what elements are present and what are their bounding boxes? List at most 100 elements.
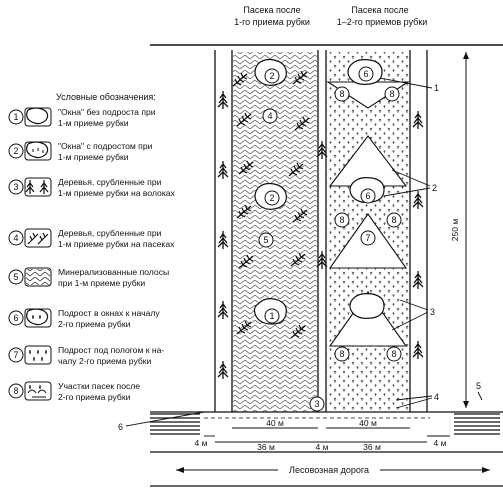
svg-text:2: 2 [13,146,18,156]
undergrowth-in-windows-icon [24,308,52,328]
legend-item-6-text-2: 2-го приема рубки [58,319,131,329]
left-strip-header-line1: Пасека после [243,5,300,15]
svg-text:3: 3 [13,182,18,192]
legend-item-1-text-2: 1-м приеме рубки [58,118,129,128]
svg-text:4: 4 [13,233,18,243]
marker-right-6: 7 [360,230,376,246]
legend-number-7: 7 [8,347,24,363]
callout-5: 5 [476,381,481,391]
svg-text:2: 2 [269,71,274,81]
legend-title: Условные обозначения: [56,92,156,102]
legend-item-1-text-1: "Окна" без подроста при [58,107,156,117]
svg-text:2: 2 [269,193,274,203]
trees-cut-portages-icon [24,177,52,197]
marker-right-8: 8 [334,346,350,362]
road-right-width: 4 м [434,438,447,448]
legend-item-5-text-2: при 1-м приеме рубки [58,278,145,288]
callout-2: 2 [432,183,437,193]
marker-left-5: 1 [264,308,280,324]
svg-text:4: 4 [267,111,272,121]
svg-text:3: 3 [314,399,319,409]
height-dimension: 250 м [450,52,469,408]
legend-number-1: 1 [8,109,24,125]
svg-text:7: 7 [365,233,370,243]
marker-right-5: 8 [334,212,350,228]
strip-left-width: 40 м [266,418,284,428]
callout-6: 6 [118,422,123,432]
marker-right-4: 6 [360,188,376,204]
legend-number-8: 8 [8,383,24,399]
marker-left-3: 2 [264,190,280,206]
svg-text:8: 8 [13,386,18,396]
svg-text:6: 6 [363,69,368,79]
marker-left-2: 4 [262,108,278,124]
legend-item-3-text-2: 1-м приеме рубки на волоках [58,188,176,198]
marker-right-7: 8 [386,212,402,228]
marker-right-1: 6 [358,66,374,82]
marker-left-4: 5 [258,232,274,248]
road-mid-width: 4 м [316,442,329,452]
legend-item-7-text-2: чалу 2-го приема рубки [58,356,152,366]
callout-labels: 1 2 3 4 5 6 [118,83,481,432]
right-strip-header-line2: 1–2-го приемов рубки [337,17,428,27]
window-no-undergrowth-icon [24,107,52,127]
legend-number-3: 3 [8,179,24,195]
left-strip-markers: 2 4 2 5 1 [258,68,280,324]
legend-item-4-text-1: Деревья, срубленные при [58,228,162,238]
legend-item-7-text-1: Подрост под пологом к на- [58,345,164,355]
apiary-sections-icon [24,381,52,401]
svg-text:5: 5 [263,235,268,245]
strip-right-width: 40 м [359,418,377,428]
marker-road: 3 [309,396,325,412]
legend-item-6-text-1: Подрост в окнах к началу [58,308,160,318]
legend-item-7: 7 Подрост под пологом к на-чалу 2-го прие… [8,345,164,366]
mineralized-strips-icon [24,267,52,287]
legend-number-4: 4 [8,230,24,246]
marker-right-3: 8 [384,86,400,102]
marker-right-9: 8 [386,346,402,362]
column-lines [214,50,428,412]
legend-item-2-text-1: "Окна" с подростом при [58,141,153,151]
marker-left-1: 2 [264,68,280,84]
svg-text:6: 6 [365,191,370,201]
svg-text:8: 8 [339,215,344,225]
window-with-undergrowth-icon [24,141,52,161]
legend-item-3-text-1: Деревья, срубленные при [58,177,162,187]
right-strip-header-line1: Пасека после [351,5,408,15]
svg-text:1: 1 [269,311,274,321]
legend-item-5-text-1: Минерализованные полосы [58,267,169,277]
right-strip-markers: 6 8 8 6 8 7 8 8 8 [334,66,402,362]
left-apiary-strip [233,52,317,412]
svg-text:7: 7 [13,350,18,360]
road-left-width: 4 м [195,438,208,448]
legend-item-8-text-1: Участки пасек после [58,381,140,391]
undergrowth-under-canopy-icon [24,345,52,365]
legend-item-4-text-2: 1-м приеме рубки на пасеках [58,239,175,249]
road-label: Лесовозная дорога [289,465,369,475]
legend-number-2: 2 [8,143,24,159]
svg-text:8: 8 [339,349,344,359]
legend-item-2-text-2: 1-м приеме рубки [58,152,129,162]
marker-right-2: 8 [334,86,350,102]
logging-road-zone: 40 м 40 м 36 м 36 м 4 м 4 м 4 м Лесовозн… [150,411,503,487]
svg-text:8: 8 [339,89,344,99]
legend: Условные обозначения: [56,92,156,102]
svg-text:8: 8 [391,215,396,225]
apiary-right-width: 36 м [363,442,381,452]
svg-text:5: 5 [13,272,18,282]
legend-number-6: 6 [8,310,24,326]
legend-item-8-text-2: 2-го приема рубки [58,392,131,402]
callout-leaders [125,77,483,427]
svg-text:1: 1 [13,112,18,122]
svg-text:6: 6 [13,313,18,323]
left-strip-header-line2: 1-го приема рубки [234,17,310,27]
apiary-left-width: 36 м [257,442,275,452]
trees-cut-apiaries-icon [24,228,52,248]
